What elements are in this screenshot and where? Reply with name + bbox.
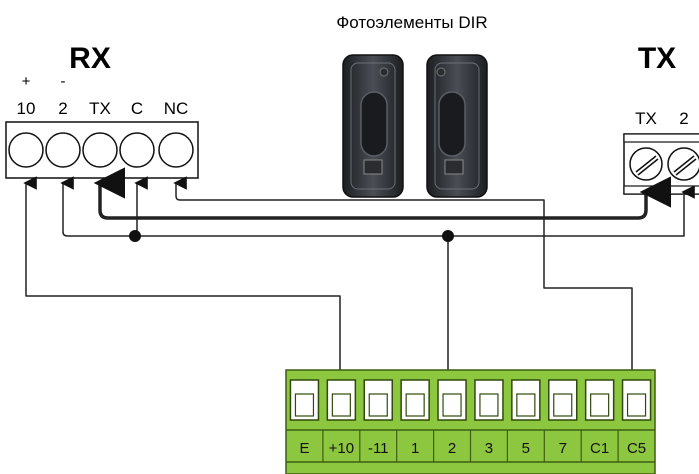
board-terminal-slot xyxy=(548,379,578,421)
board-terminal-label: -11 xyxy=(368,440,389,457)
junction-dot xyxy=(442,230,454,242)
board-terminal-slot xyxy=(363,379,393,421)
board-terminal-label: 2 xyxy=(448,440,456,457)
wire-rx2-common xyxy=(60,176,695,237)
board-terminal-slot xyxy=(584,379,615,421)
screw-icon xyxy=(667,147,699,181)
rx-terminal-label-c: C xyxy=(131,99,143,118)
tx-label: TX xyxy=(638,42,676,75)
photocell-transmitter-icon xyxy=(426,54,488,198)
board-terminal-slot xyxy=(437,379,467,421)
tx-block: TX TX 2 xyxy=(623,42,699,195)
screw-icon xyxy=(629,147,663,181)
board-terminal-slot xyxy=(326,379,357,421)
board-terminal-slot xyxy=(474,379,504,421)
rx-terminal-nc xyxy=(158,132,194,168)
board-terminal-label: 3 xyxy=(485,440,493,457)
rx-terminal-label-10: 10 xyxy=(17,99,36,118)
rx-polarity-minus: - xyxy=(61,73,66,90)
rx-block: RX + - 10 2 TX C NC xyxy=(5,42,199,179)
board-terminal-slot xyxy=(621,379,652,421)
board-terminal-slot xyxy=(400,379,430,421)
rx-terminal-tx xyxy=(82,132,118,168)
wires xyxy=(23,167,695,397)
rx-terminal-2 xyxy=(45,132,81,168)
board-terminal-label: 1 xyxy=(411,440,419,457)
board-terminal-slot xyxy=(511,379,541,421)
board-terminal-slot xyxy=(289,379,320,421)
board-terminal-label: C1 xyxy=(590,440,609,457)
control-board: E +10 -11 1 2 3 5 7 C1 C5 xyxy=(285,369,656,474)
junction-dot xyxy=(129,230,141,242)
board-terminal-label: 5 xyxy=(522,440,530,457)
board-terminal-label: +10 xyxy=(329,440,354,457)
rx-terminal-label-2: 2 xyxy=(58,99,67,118)
tx-terminal-label-2: 2 xyxy=(679,109,688,128)
rx-terminal-10 xyxy=(8,132,44,168)
tx-terminal-label-tx: TX xyxy=(635,109,657,128)
board-terminal-label: C5 xyxy=(627,440,646,457)
diagram-title: Фотоэлементы DIR xyxy=(336,13,487,32)
board-terminal-label: 7 xyxy=(559,440,567,457)
rx-label: RX xyxy=(69,42,111,75)
rx-terminal-label-nc: NC xyxy=(164,99,189,118)
photocell-receiver-icon xyxy=(342,54,404,198)
rx-polarity-plus: + xyxy=(22,73,31,90)
rx-terminal-label-tx: TX xyxy=(89,99,111,118)
rx-terminal-c xyxy=(119,132,155,168)
board-terminal-label: E xyxy=(299,440,309,457)
wire-rx-nc-to-board-c5 xyxy=(173,176,643,397)
wire-rx10-to-board-plus10 xyxy=(23,176,351,397)
